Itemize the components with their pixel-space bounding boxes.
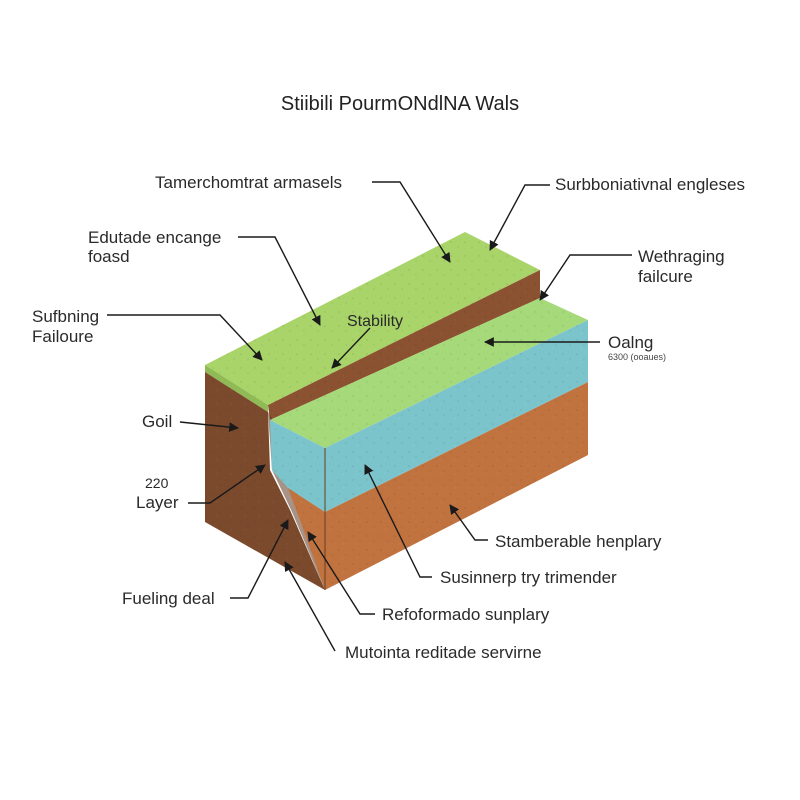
label-oalng-sub: 6300 (ooaues) [608,352,666,362]
diagram-title: Stiibili PourmONdlNA Wals [281,93,519,115]
label-mutointa: Mutointa reditade servirne [345,643,542,662]
label-refoformado: Refoformado sunplary [382,605,550,624]
label-surbboniativnal: Surbboniativnal engleses [555,175,745,194]
label-susinnerp: Susinnerp try trimender [440,568,617,587]
labels: Tamerchomtrat armasels Surbboniativnal e… [32,173,745,662]
label-stamberable: Stamberable henplary [495,532,662,551]
label-sufbning-line1: Sufbning [32,307,99,326]
label-edutade-line2: foasd [88,247,130,266]
label-layer: Layer [136,493,179,512]
label-tamerchomtrat: Tamerchomtrat armasels [155,173,342,192]
label-layer-number: 220 [145,475,169,491]
label-stability: Stability [347,313,403,330]
label-wethraging-line2: failcure [638,267,693,286]
label-goil: Goil [142,412,172,431]
label-sufbning-line2: Failoure [32,327,93,346]
label-edutade-line1: Edutade encange [88,228,221,247]
label-oalng: Oalng [608,333,653,352]
label-wethraging-line1: Wethraging [638,247,725,266]
leader-lines [107,181,632,652]
label-fueling: Fueling deal [122,589,215,608]
soil-block [205,232,588,590]
